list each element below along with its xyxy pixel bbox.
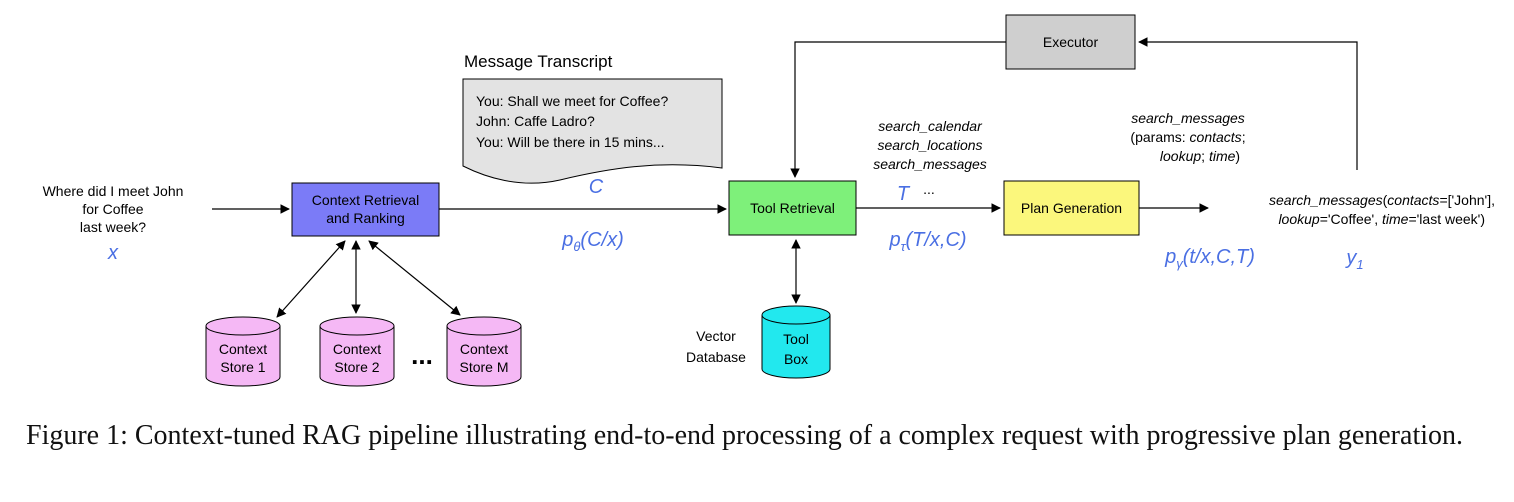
output-val-time: ='last week') xyxy=(1408,211,1485,227)
transcript-line-2: John: Caffe Ladro? xyxy=(476,113,595,129)
context-store-2: Context Store 2 xyxy=(319,316,395,387)
plan-call-annotation: search_messages (params: contacts; looku… xyxy=(1130,110,1245,164)
executor-box xyxy=(1005,14,1136,70)
stores-ellipsis: ... xyxy=(411,340,433,370)
tool-name-2: search_locations xyxy=(877,137,982,153)
output-val-lookup: ='Coffee', xyxy=(1320,211,1382,227)
plan-generation-box xyxy=(1003,180,1140,236)
output-call: search_messages(contacts=['John'], looku… xyxy=(1269,192,1495,272)
plan-call-params-line-2: lookup; time) xyxy=(1160,148,1240,164)
transcript-title: Message Transcript xyxy=(464,52,613,71)
store-1-line-2: Store 1 xyxy=(220,359,265,375)
plan-generation-node: Plan Generation xyxy=(1003,180,1140,236)
formula-context: pθ(C/x) xyxy=(561,229,624,254)
output-val-contacts: =['John'], xyxy=(1439,192,1495,208)
tool-retrieval-label: Tool Retrieval xyxy=(750,200,835,216)
store-m-line-1: Context xyxy=(460,341,508,357)
input-line-2: for Coffee xyxy=(82,201,143,217)
output-symbol: y1 xyxy=(1344,247,1363,272)
output-fn: search_messages xyxy=(1269,192,1383,208)
context-retrieval-node: Context Retrieval and Ranking xyxy=(291,182,440,237)
plan-call-param-3: time xyxy=(1209,148,1236,164)
message-transcript: Message Transcript You: Shall we meet fo… xyxy=(462,52,723,198)
plan-call-param-1: contacts xyxy=(1190,129,1242,145)
tools-symbol: T xyxy=(897,183,911,205)
pipeline-diagram: Where did I meet John for Coffee last we… xyxy=(43,14,1495,387)
output-arg-time: time xyxy=(1382,211,1409,227)
figure-caption: Figure 1: Context-tuned RAG pipeline ill… xyxy=(26,420,1463,451)
arrow-executor-to-tool xyxy=(790,41,1006,178)
toolbox: Tool Box xyxy=(761,305,831,379)
toolbox-line-2: Box xyxy=(784,351,808,367)
input-symbol: x xyxy=(107,242,119,264)
plan-call-params-prefix: (params: xyxy=(1130,129,1189,145)
tools-ellipsis: ... xyxy=(923,181,935,197)
input-query: Where did I meet John for Coffee last we… xyxy=(43,183,184,264)
arrow-context-store-m xyxy=(368,240,461,316)
arrow-context-store-1 xyxy=(276,240,346,318)
vector-db-line-1: Vector xyxy=(696,328,736,344)
store-1-line-1: Context xyxy=(219,341,267,357)
plan-call-param-2: lookup xyxy=(1160,148,1201,164)
store-2-line-1: Context xyxy=(333,341,381,357)
tool-name-1: search_calendar xyxy=(878,118,983,134)
transcript-symbol: C xyxy=(589,176,604,198)
input-line-3: last week? xyxy=(80,219,146,235)
plan-call-params-line: (params: contacts; xyxy=(1130,129,1245,145)
store-2-line-2: Store 2 xyxy=(334,359,379,375)
plan-call-fn: search_messages xyxy=(1131,110,1245,126)
transcript-line-3: You: Will be there in 15 mins... xyxy=(476,134,665,150)
arrow-output-to-executor xyxy=(1138,37,1358,170)
input-line-1: Where did I meet John xyxy=(43,183,184,199)
context-retrieval-line-2: and Ranking xyxy=(326,210,405,226)
transcript-document-shape xyxy=(462,78,723,184)
executor-label: Executor xyxy=(1043,34,1099,50)
plan-generation-label: Plan Generation xyxy=(1021,200,1122,216)
output-arg-lookup: lookup xyxy=(1278,211,1319,227)
vector-db-line-2: Database xyxy=(686,349,746,365)
output-arg-contacts: contacts xyxy=(1387,192,1439,208)
context-retrieval-line-1: Context Retrieval xyxy=(312,192,419,208)
store-m-line-2: Store M xyxy=(459,359,508,375)
formula-tool: pτ(T/x,C) xyxy=(888,229,966,254)
transcript-line-1: You: Shall we meet for Coffee? xyxy=(476,93,668,109)
vector-database-label: Vector Database xyxy=(686,328,746,365)
tool-name-3: search_messages xyxy=(873,156,987,172)
formula-plan: pγ(t/x,C,T) xyxy=(1164,246,1255,271)
context-retrieval-box xyxy=(291,182,440,237)
tools-list: search_calendar search_locations search_… xyxy=(873,118,987,205)
output-line-1: search_messages(contacts=['John'], xyxy=(1269,192,1495,208)
output-line-2: lookup='Coffee', time='last week') xyxy=(1278,211,1485,227)
toolbox-line-1: Tool xyxy=(783,331,809,347)
context-store-1: Context Store 1 xyxy=(205,316,281,387)
tool-retrieval-node: Tool Retrieval xyxy=(728,180,857,236)
context-store-m: Context Store M xyxy=(446,316,522,387)
executor-node: Executor xyxy=(1005,14,1136,70)
